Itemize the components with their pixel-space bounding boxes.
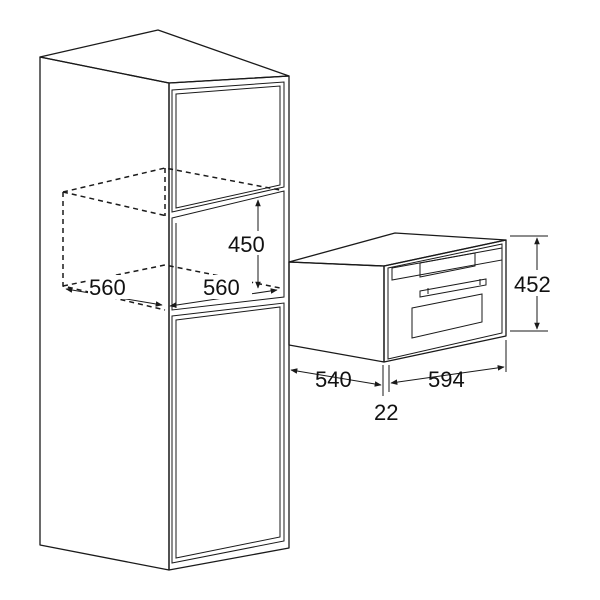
niche-width-label: 560 — [203, 275, 240, 300]
niche-depth-label: 560 — [89, 275, 126, 300]
cabinet-front — [168, 75, 290, 571]
upper-cabinet-door — [171, 81, 285, 213]
oven-side — [288, 261, 385, 363]
tall-cabinet — [39, 29, 290, 571]
niche-height-label-bg — [228, 231, 278, 255]
cabinet-side-panel — [39, 56, 170, 571]
lower-cabinet-door — [171, 302, 285, 564]
oven-depth-arrow — [290, 368, 382, 387]
oven-width-arrow — [390, 365, 505, 385]
oven-door-handle — [419, 278, 487, 298]
oven-depth-label: 540 — [315, 367, 352, 392]
oven-height-label-bg — [515, 270, 563, 296]
oven-door-window — [411, 293, 483, 339]
niche-depth-label-bg — [88, 275, 138, 299]
niche-width-label-bg — [202, 275, 252, 299]
oven-height-label: 452 — [514, 272, 551, 297]
oven-front — [383, 239, 507, 363]
cabinet-top — [39, 29, 290, 84]
front-overhang-label: 22 — [374, 400, 398, 425]
oven-width-label: 594 — [428, 367, 465, 392]
oven-dimension-lines — [288, 235, 548, 396]
compact-oven — [288, 232, 507, 363]
oven-display — [419, 252, 476, 278]
niche-height-label: 450 — [228, 232, 265, 257]
